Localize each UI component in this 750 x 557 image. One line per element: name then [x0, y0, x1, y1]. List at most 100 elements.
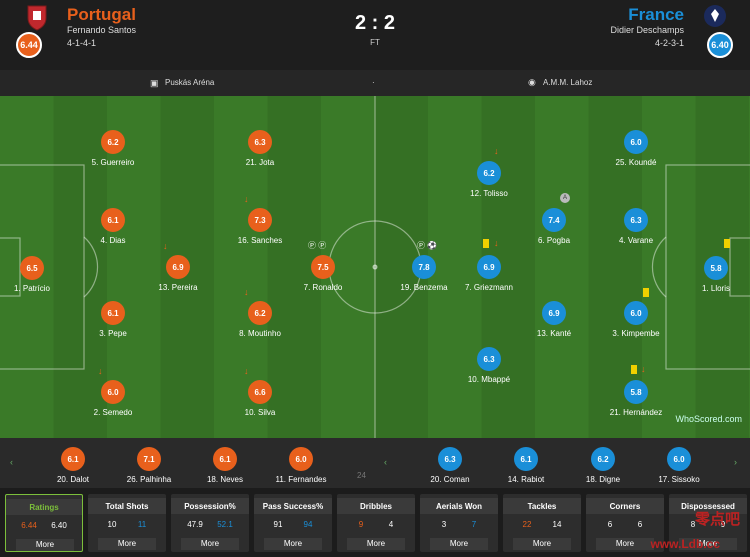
player-sanches[interactable]: 7.3 16. Sanches [215, 208, 305, 245]
more-button[interactable]: More [264, 538, 322, 550]
player-name: 16. Sanches [237, 236, 283, 245]
player-name: 26. Palhinha [126, 475, 172, 484]
yellow-card-icon [643, 288, 649, 297]
bench-scroll-left-icon[interactable]: ‹ [10, 457, 13, 467]
sub-neves[interactable]: 6.1 18. Neves [180, 447, 270, 484]
sub-fernandes[interactable]: 6.0 11. Fernandes [256, 447, 346, 484]
player-name: 7. Griezmann [464, 283, 514, 292]
player-name: 19. Benzema [400, 283, 448, 292]
player-lloris[interactable]: 5.8 1. Lloris [671, 256, 750, 293]
player-rating: 7.1 [137, 447, 161, 471]
player-rating: 6.1 [213, 447, 237, 471]
home-team-rating: 6.44 [16, 32, 42, 58]
player-rating: 6.1 [101, 301, 125, 325]
player-ronaldo[interactable]: 7.5 7. Ronaldo [278, 255, 368, 292]
stat-home: 8 [690, 520, 696, 529]
player-name: 11. Fernandes [275, 475, 327, 484]
player-rating: 6.9 [477, 255, 501, 279]
stat-away: 4 [388, 520, 394, 529]
player-guerreiro[interactable]: 6.2 5. Guerreiro [68, 130, 158, 167]
player-pereira[interactable]: 6.9 13. Pereira [133, 255, 223, 292]
player-name: 5. Guerreiro [91, 158, 135, 167]
stat-home: 47.9 [187, 520, 203, 529]
more-button[interactable]: More [513, 538, 571, 550]
stat-title: Total Shots [88, 498, 166, 514]
player-mbappe[interactable]: 6.3 10. Mbappé [444, 347, 534, 384]
player-griezmann[interactable]: 6.9 7. Griezmann [444, 255, 534, 292]
match-status: FT [370, 38, 380, 47]
player-pepe[interactable]: 6.1 3. Pepe [68, 301, 158, 338]
away-team-name[interactable]: France [628, 5, 684, 24]
home-team-name[interactable]: Portugal [67, 5, 136, 24]
referee: A.M.M. Lahoz [543, 78, 593, 87]
watermark-url: www.Ldb.cc [650, 537, 720, 551]
player-varane[interactable]: 6.3 4. Varane [591, 208, 681, 245]
sub-off-icon: ↓ [244, 366, 249, 376]
stat-away: 9 [720, 520, 726, 529]
player-rating: 6.2 [477, 161, 501, 185]
sub-digne[interactable]: 6.2 18. Digne [558, 447, 648, 484]
stat-away: 14 [552, 520, 562, 529]
sub-coman[interactable]: 6.3 20. Coman [405, 447, 495, 484]
stat-away: 52.1 [217, 520, 233, 529]
more-button[interactable]: More [679, 538, 737, 550]
player-name: 14. Rabiot [507, 475, 545, 484]
player-pogba[interactable]: 7.4 6. Pogba [509, 208, 599, 245]
more-button[interactable]: More [347, 538, 405, 550]
goal-icons: Ⓟ ⚽ [417, 241, 438, 250]
player-name: 7. Ronaldo [303, 283, 343, 292]
sub-dalot[interactable]: 6.1 20. Dalot [28, 447, 118, 484]
stat-title: Aerials Won [420, 498, 498, 514]
sub-sissoko[interactable]: 6.0 17. Sissoko [634, 447, 724, 484]
player-kimpembe[interactable]: 6.0 3. Kimpembe [591, 301, 681, 338]
player-moutinho[interactable]: 6.2 8. Moutinho [215, 301, 305, 338]
player-name: 20. Coman [430, 475, 470, 484]
player-kante[interactable]: 6.9 13. Kanté [509, 301, 599, 338]
more-button[interactable]: More [16, 539, 74, 551]
player-benzema[interactable]: 7.8 19. Benzema [379, 255, 469, 292]
stat-home: 3 [441, 520, 447, 529]
bench-scroll-right-icon[interactable]: › [734, 457, 737, 467]
player-rating: 6.0 [667, 447, 691, 471]
sub-rabiot[interactable]: 6.1 14. Rabiot [481, 447, 571, 484]
player-semedo[interactable]: 6.0 2. Semedo [68, 380, 158, 417]
info-separator: · [372, 78, 375, 87]
player-rating: 5.8 [624, 380, 648, 404]
sub-off-icon: ↓ [244, 287, 249, 297]
player-name: 10. Silva [244, 408, 276, 417]
more-button[interactable]: More [98, 538, 156, 550]
player-kounde[interactable]: 6.0 25. Koundé [591, 130, 681, 167]
player-name: 2. Semedo [93, 408, 133, 417]
yellow-card-icon [631, 365, 637, 374]
player-tolisso[interactable]: 6.2 12. Tolisso [444, 161, 534, 198]
sub-off-icon: ↓ [494, 238, 499, 248]
stat-title: Ratings [6, 499, 82, 515]
sub-palhinha[interactable]: 7.1 26. Palhinha [104, 447, 194, 484]
player-rating: 6.2 [248, 301, 272, 325]
player-silva[interactable]: 6.6 10. Silva [215, 380, 305, 417]
more-button[interactable]: More [596, 538, 654, 550]
player-rating: 6.3 [438, 447, 462, 471]
stat-title: Pass Success% [254, 498, 332, 514]
more-button[interactable]: More [430, 538, 488, 550]
player-rating: 5.8 [704, 256, 728, 280]
player-jota[interactable]: 6.3 21. Jota [215, 130, 305, 167]
player-dias[interactable]: 6.1 4. Dias [68, 208, 158, 245]
away-team-rating: 6.40 [707, 32, 733, 58]
more-button[interactable]: More [181, 538, 239, 550]
player-name: 25. Koundé [615, 158, 657, 167]
player-hernandez[interactable]: 5.8 21. Hernández [591, 380, 681, 417]
substitutes-bench: ‹ 6.1 20. Dalot 7.1 26. Palhinha 6.1 18.… [0, 438, 750, 488]
player-patricio[interactable]: 6.5 1. Patrício [0, 256, 77, 293]
player-name: 12. Tolisso [470, 189, 508, 198]
